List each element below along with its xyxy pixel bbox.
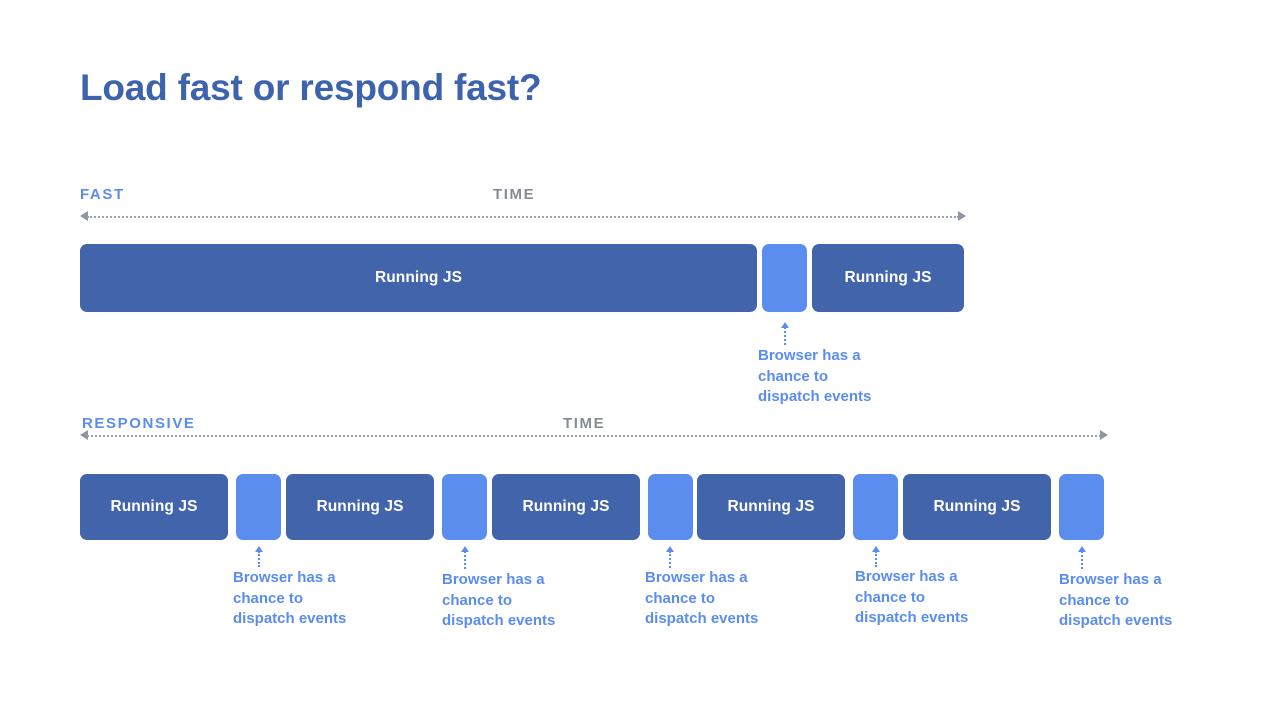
callout-stem	[1081, 551, 1083, 569]
callout-text: Browser has a chance to dispatch events	[1059, 571, 1173, 629]
block-label: Running JS	[522, 498, 610, 515]
section-fast-mode-label: FAST	[80, 186, 125, 203]
timeline-block-running-js[interactable]: Running JS	[80, 244, 757, 312]
section-responsive-time-label: TIME	[563, 415, 606, 432]
block-label: Running JS	[844, 269, 932, 286]
block-label: Running JS	[316, 498, 404, 515]
callout-text: Browser has a chance to dispatch events	[442, 571, 556, 629]
arrow-up-icon	[255, 546, 263, 552]
timeline-block-gap[interactable]	[442, 474, 487, 540]
timeline-block-running-js[interactable]: Running JS	[903, 474, 1051, 540]
callout-stem	[669, 551, 671, 568]
block-label: Running JS	[374, 269, 463, 286]
block-label: Running JS	[933, 498, 1021, 515]
page-title: Load fast or respond fast?	[80, 67, 542, 108]
timeline-block-gap[interactable]	[1059, 474, 1104, 540]
timeline-block-gap[interactable]	[853, 474, 898, 540]
callout-text: Browser has a chance to dispatch events	[645, 569, 759, 627]
arrow-left-icon	[80, 211, 88, 221]
section-responsive-mode-label: RESPONSIVE	[82, 415, 196, 432]
section-fast-time-label: TIME	[493, 186, 536, 203]
axis-dotted-line	[87, 216, 959, 218]
time-axis-fast	[80, 211, 966, 222]
timeline-block-running-js[interactable]: Running JS	[492, 474, 640, 540]
block-label: Running JS	[727, 498, 815, 515]
block-label: Running JS	[110, 498, 198, 515]
timeline-block-running-js[interactable]: Running JS	[697, 474, 845, 540]
callout-stem	[784, 327, 786, 345]
arrow-up-icon	[872, 546, 880, 552]
arrow-up-icon	[461, 546, 469, 552]
callout-stem	[464, 551, 466, 569]
callout-text: Browser has a chance to dispatch events	[233, 569, 347, 627]
callout-stem	[258, 551, 260, 567]
timeline-block-gap[interactable]	[648, 474, 693, 540]
arrow-right-icon	[958, 211, 966, 221]
callout-stem	[875, 551, 877, 567]
timeline-block-running-js[interactable]: Running JS	[812, 244, 964, 312]
timeline-block-gap[interactable]	[236, 474, 281, 540]
timeline-block-running-js[interactable]: Running JS	[80, 474, 228, 540]
axis-dotted-line	[87, 435, 1101, 437]
arrow-up-icon	[1078, 546, 1086, 552]
timeline-block-running-js[interactable]: Running JS	[286, 474, 434, 540]
arrow-left-icon	[80, 430, 88, 440]
callout-text: Browser has a chance to dispatch events	[758, 347, 872, 405]
arrow-up-icon	[666, 546, 674, 552]
time-axis-responsive	[80, 430, 1108, 441]
arrow-up-icon	[781, 322, 789, 328]
timeline-block-gap[interactable]	[762, 244, 807, 312]
arrow-right-icon	[1100, 430, 1108, 440]
callout-text: Browser has a chance to dispatch events	[855, 568, 969, 626]
